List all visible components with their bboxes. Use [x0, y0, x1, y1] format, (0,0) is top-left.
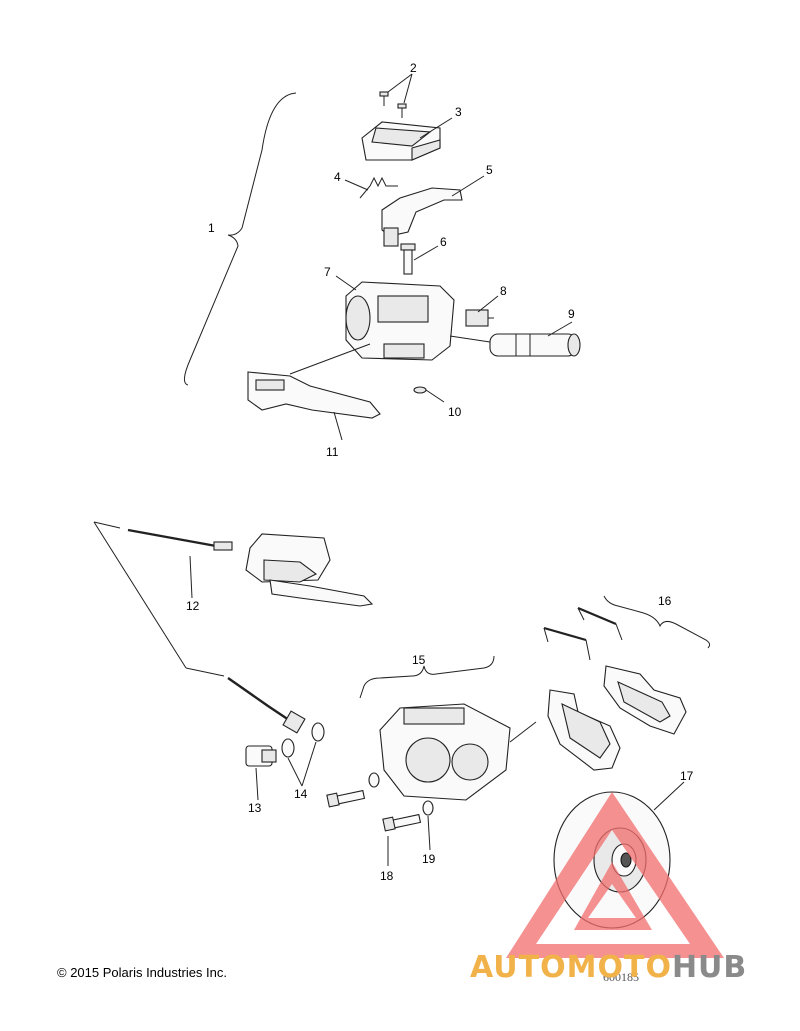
callout-14: 14 [294, 787, 308, 801]
master-cylinder-assembly-part [245, 533, 374, 607]
copyright-notice: © 2015 Polaris Industries Inc. [57, 965, 227, 980]
callout-8: 8 [500, 284, 507, 298]
pivot-pin-part [400, 243, 416, 275]
banjo-bolt-part [245, 745, 277, 767]
watermark-triangle-outer [506, 792, 724, 958]
callout-16: 16 [658, 594, 672, 608]
watermark-word-auto: AUTO [470, 950, 567, 985]
brake-lever-part [247, 371, 381, 419]
callout-2: 2 [410, 61, 417, 75]
caliper-bolt-part [326, 789, 422, 832]
caliper-part [379, 703, 511, 801]
callout-18: 18 [380, 869, 394, 883]
pad-bracket [603, 595, 711, 649]
watermark-brand: AUTOMOTOHUB [470, 950, 747, 985]
callout-11: 11 [326, 445, 339, 459]
piston-part [489, 333, 581, 357]
callout-4: 4 [334, 170, 341, 184]
watermark-triangle-inner [574, 862, 652, 930]
reservoir-cover-part [361, 121, 441, 161]
caliper-hose-part [227, 677, 293, 723]
watermark-logo [506, 792, 724, 958]
clip-part [413, 386, 427, 394]
spring-part [359, 176, 398, 199]
master-cylinder-housing-part [345, 281, 455, 361]
callout-7: 7 [324, 265, 331, 279]
callout-15: 15 [412, 653, 426, 667]
line-fitting-part [213, 541, 233, 551]
callout-13: 13 [248, 801, 262, 815]
callout-9: 9 [568, 307, 575, 321]
brake-switch-part [465, 309, 494, 327]
callout-12: 12 [186, 599, 200, 613]
screw-part [379, 91, 407, 118]
caliper-washer-part [368, 772, 434, 816]
caliper-bracket [359, 655, 495, 699]
callout-17: 17 [680, 769, 694, 783]
callout-5: 5 [486, 163, 493, 177]
brake-pad-part [547, 665, 687, 771]
brake-line-part [127, 528, 217, 548]
callout-1: 1 [208, 221, 215, 235]
watermark-word-hub: HUB [671, 950, 748, 985]
throttle-lever-part [381, 187, 463, 247]
watermark-word-moto: MOTO [566, 950, 672, 985]
assembly-bracket [184, 92, 297, 386]
callout-10: 10 [448, 405, 462, 419]
callout-19: 19 [422, 852, 436, 866]
diagram-part-number: 600185 [603, 970, 639, 984]
pad-spring-part [543, 606, 623, 661]
callout-3: 3 [455, 105, 462, 119]
callout-6: 6 [440, 235, 447, 249]
sealing-washer-part [281, 722, 325, 758]
